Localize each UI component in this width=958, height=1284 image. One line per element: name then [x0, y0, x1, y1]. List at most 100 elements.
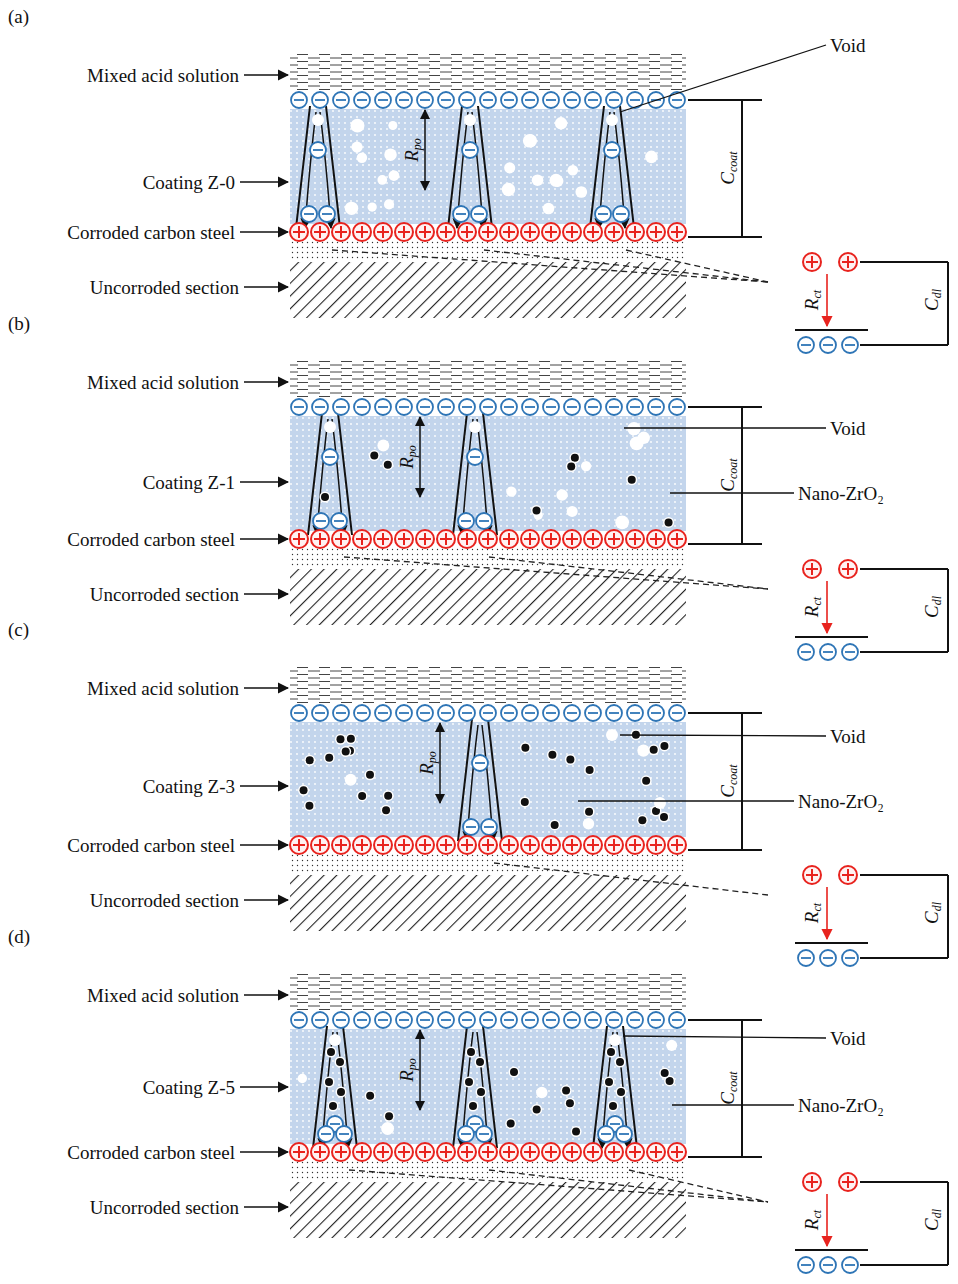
anion-symbol [606, 705, 622, 721]
zro2-dot [324, 752, 335, 763]
layer-label: Coating Z-0 [143, 173, 235, 192]
panel [240, 972, 948, 1273]
illustration-circle [521, 744, 529, 752]
anion-symbol [648, 705, 664, 721]
void-dot [464, 114, 476, 126]
illustration-line [378, 712, 388, 714]
illustration-line [382, 226, 384, 238]
anion-symbol [459, 399, 475, 415]
illustration-line [651, 406, 661, 408]
illustration-circle [586, 766, 594, 774]
illustration-line [823, 651, 833, 653]
cation-symbol [353, 836, 371, 854]
illustration-line [445, 1146, 447, 1158]
illustration-line [441, 1019, 451, 1021]
illustration-line [630, 406, 640, 408]
illustration-line [610, 1123, 620, 1125]
illustration-line [588, 712, 598, 714]
illustration-line [399, 99, 409, 101]
panel-letter: (c) [8, 620, 29, 639]
illustration-line [378, 99, 388, 101]
illustration-line [592, 839, 594, 851]
illustration-circle [336, 1058, 344, 1066]
cation-symbol [311, 223, 329, 241]
anion-symbol [459, 1012, 475, 1028]
illustration-circle [300, 786, 308, 794]
illustration-circle [628, 476, 636, 484]
illustration-line [340, 839, 342, 851]
cation-symbol [458, 836, 476, 854]
illustration-line [609, 99, 619, 101]
zro2-dot [565, 754, 576, 765]
anion-symbol [798, 337, 814, 353]
anion-symbol [595, 206, 611, 222]
illustration-circle [521, 798, 529, 806]
cation-symbol [500, 223, 518, 241]
void-dot [388, 121, 397, 130]
leader-arrow [244, 381, 288, 383]
void-dot [368, 202, 377, 211]
cation-symbol [479, 1143, 497, 1161]
cation-symbol [353, 1143, 371, 1161]
illustration-line [601, 1133, 611, 1135]
illustration-line [304, 213, 314, 215]
anion-symbol [604, 142, 620, 158]
void-dot [615, 515, 629, 529]
layer-label: Mixed acid solution [87, 679, 239, 698]
illustration-line [294, 406, 304, 408]
circuit-symbol: Cdl [922, 289, 943, 311]
leader-arrow [244, 687, 288, 689]
double-layer-outline [795, 569, 948, 652]
zro2-dot [466, 1047, 477, 1058]
cation-symbol [647, 530, 665, 548]
illustration-circle [384, 792, 392, 800]
cation-symbol [563, 836, 581, 854]
anion-symbol [333, 1012, 349, 1028]
anion-symbol [438, 92, 454, 108]
zro2-dot [547, 749, 558, 760]
illustration-line [487, 226, 489, 238]
anion-symbol [798, 1257, 814, 1273]
illustration-circle [533, 1105, 541, 1113]
illustration-circle [305, 802, 313, 810]
layer-label: Corroded carbon steel [67, 223, 235, 242]
anion-symbol [585, 1012, 601, 1028]
circuit-symbol: Rpo [397, 1058, 418, 1082]
illustration-line [655, 226, 657, 238]
anion-symbol [354, 399, 370, 415]
zoom-line [484, 250, 768, 282]
illustration-line [336, 1019, 346, 1021]
illustration-line [294, 1019, 304, 1021]
anion-symbol [438, 399, 454, 415]
illustration-line [315, 712, 325, 714]
leader-arrow [244, 593, 288, 595]
zro2-dot [564, 1098, 575, 1109]
illustration-circle [336, 735, 344, 743]
illustration-line [441, 712, 451, 714]
illustration-line [424, 226, 426, 238]
cation-symbol [563, 1143, 581, 1161]
illustration-line [339, 1133, 349, 1135]
illustration-line [588, 99, 598, 101]
cation-symbol [416, 836, 434, 854]
illustration-line [550, 533, 552, 545]
void-dot [312, 114, 324, 126]
anion-symbol [480, 92, 496, 108]
illustration-line [456, 213, 466, 215]
illustration-circle [650, 746, 658, 754]
illustration-line [313, 149, 323, 151]
circuit-symbol: Cdl [922, 1209, 943, 1231]
zro2-dot [549, 819, 560, 830]
panel-letter: (a) [8, 7, 29, 26]
anion-symbol [313, 513, 329, 529]
illustration-line [613, 1146, 615, 1158]
illustration-line [298, 533, 300, 545]
leader-arrow [240, 1086, 288, 1088]
anion-symbol [842, 337, 858, 353]
illustration-line [607, 149, 617, 151]
illustration-line [403, 533, 405, 545]
anion-symbol [291, 1012, 307, 1028]
pore-wall [593, 1026, 637, 1148]
illustration-line [470, 456, 480, 458]
cation-symbol [332, 530, 350, 548]
